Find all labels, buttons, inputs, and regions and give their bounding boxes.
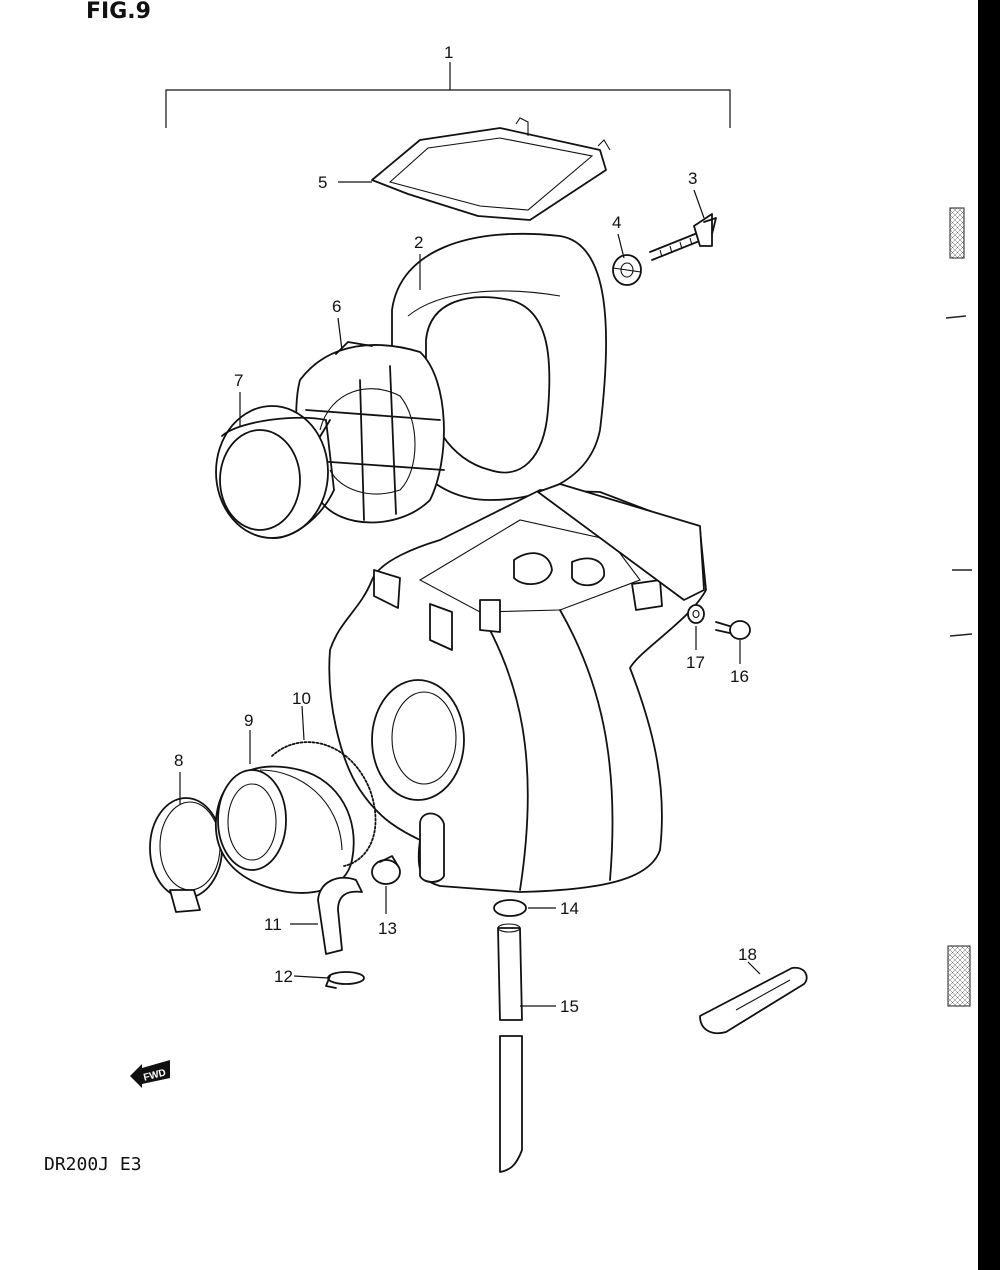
part-5-cover-plate [371, 117, 611, 221]
callout-16: 16 [730, 667, 749, 686]
scan-edge-bar [978, 0, 1000, 1270]
part-17-washer [687, 604, 705, 624]
callout-5: 5 [318, 173, 327, 192]
callout-18: 18 [738, 945, 757, 964]
figure-title: FIG.9 [86, 0, 151, 24]
assembly-bracket [165, 62, 731, 128]
part-15-drain-tube [497, 923, 523, 1173]
model-code: DR200J E3 [44, 1154, 142, 1175]
callout-2: 2 [414, 233, 423, 252]
callout-10: 10 [292, 689, 311, 708]
part-14-ring [493, 899, 527, 917]
part-12-hose-clip [325, 971, 365, 989]
callout-15: 15 [560, 997, 579, 1016]
callout-7: 7 [234, 371, 243, 390]
callout-14: 14 [560, 899, 579, 918]
part-13-clamp [371, 855, 401, 885]
part-16-bolt [715, 620, 751, 640]
part-11-breather-hose [317, 876, 363, 955]
callout-12: 12 [274, 967, 293, 986]
callout-labels: 1 2 3 4 5 6 7 8 9 10 11 12 13 14 15 16 1… [174, 43, 757, 1016]
forward-arrow: FWD [130, 1060, 170, 1088]
callout-11: 11 [264, 915, 282, 934]
part-8-clamp [149, 797, 223, 913]
callout-4: 4 [612, 213, 621, 232]
part-18-bracket [699, 966, 808, 1035]
part-2-foam-element [391, 232, 608, 501]
callout-9: 9 [244, 711, 253, 730]
part-7-prefilter-screen [215, 405, 335, 539]
right-margin-marks [945, 207, 973, 1007]
part-9-intake-boot [215, 765, 355, 894]
part-3-wing-bolt [649, 213, 717, 261]
callout-3: 3 [688, 169, 697, 188]
callout-6: 6 [332, 297, 341, 316]
part-10-seal-ring [271, 741, 377, 867]
callout-8: 8 [174, 751, 183, 770]
part-4-grommet [612, 254, 642, 286]
callout-13: 13 [378, 919, 397, 938]
callout-17: 17 [686, 653, 705, 672]
airbox-housing [328, 483, 707, 893]
forward-arrow-label: FWD [142, 1068, 167, 1084]
callout-1: 1 [444, 43, 453, 62]
callout-leaders [179, 181, 761, 1007]
